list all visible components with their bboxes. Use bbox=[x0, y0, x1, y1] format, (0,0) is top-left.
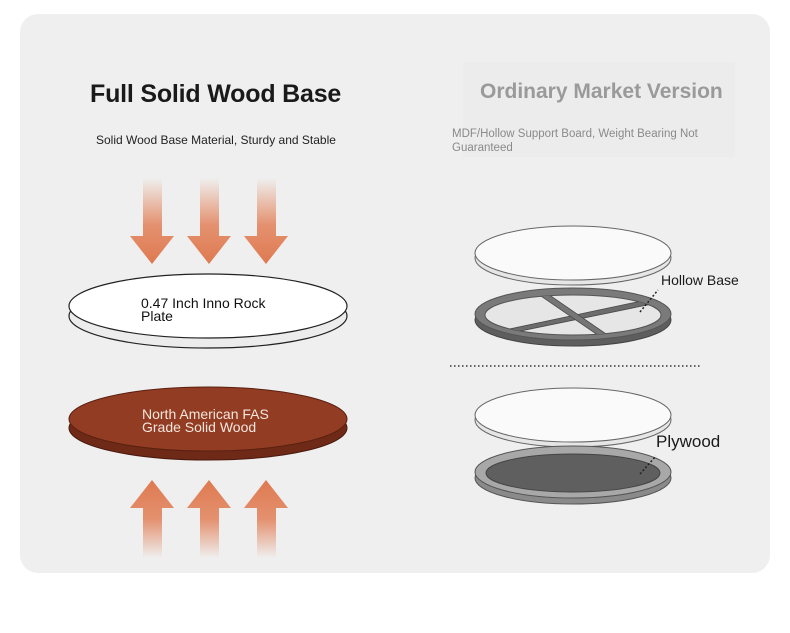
plywood-label: Plywood bbox=[656, 432, 721, 451]
hollow-base-frame bbox=[474, 287, 672, 347]
ordinary-subtitle: MDF/Hollow Support Board, Weight Bearing… bbox=[452, 128, 698, 154]
ordinary-top-plate bbox=[474, 225, 672, 286]
solid-subtitle: Solid Wood Base Material, Sturdy and Sta… bbox=[96, 133, 336, 147]
plywood-base bbox=[474, 445, 672, 505]
hollow-base-label: Hollow Base bbox=[661, 272, 739, 288]
arrow-down-icon bbox=[244, 178, 288, 264]
arrow-down-icon bbox=[187, 178, 231, 264]
solid-wood-label: North American FAS Grade Solid Wood bbox=[142, 406, 269, 435]
ordinary-title: Ordinary Market Version bbox=[480, 80, 723, 103]
plywood-pointer-line bbox=[639, 455, 657, 475]
ordinary-title-panel bbox=[463, 62, 735, 157]
solid-title-panel bbox=[80, 62, 335, 162]
arrow-up-icon bbox=[187, 480, 231, 558]
solid-wood-plate bbox=[68, 386, 348, 461]
arrow-up-icon bbox=[130, 480, 174, 558]
arrow-down-icon bbox=[130, 178, 174, 264]
arrow-up-icon bbox=[244, 480, 288, 558]
rock-plate-label: 0.47 Inch Inno Rock Plate bbox=[141, 295, 266, 324]
rock-plate bbox=[68, 273, 348, 349]
solid-title: Full Solid Wood Base bbox=[90, 80, 342, 108]
ordinary-top-plate-2 bbox=[474, 387, 672, 448]
hollow-pointer-line bbox=[639, 289, 659, 313]
